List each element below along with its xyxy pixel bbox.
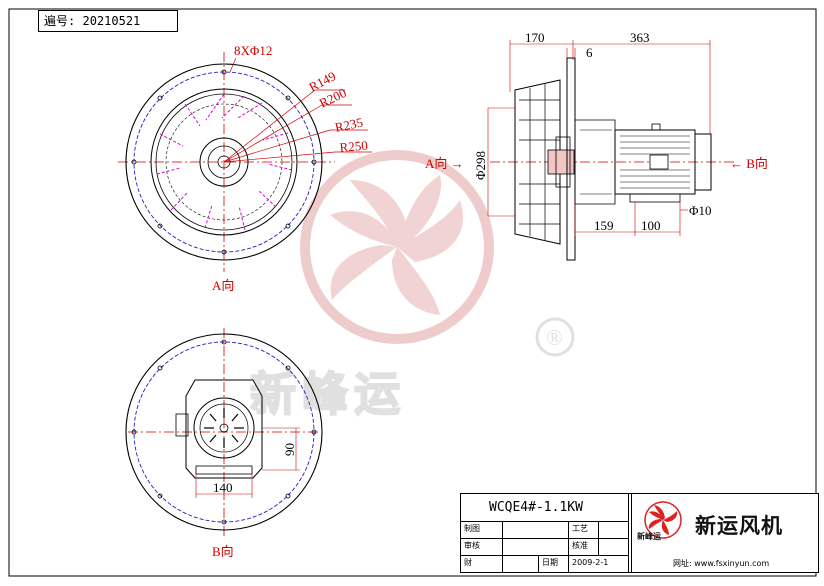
lifting-eye [651, 123, 661, 131]
row-3-label: 财 [461, 556, 503, 573]
b-view-label: B向 [212, 544, 234, 559]
a-view-label: A向 [212, 278, 234, 293]
arrow-b-label: ← B向 [730, 156, 768, 171]
motor-bracket [574, 119, 616, 205]
bolt-circle [133, 71, 315, 253]
sheet-border [8, 8, 817, 577]
motor-end-circle [193, 397, 255, 459]
side-dim-lines [487, 40, 711, 236]
fan-cover-slots [204, 408, 244, 448]
arrow-a-label: A向 → [425, 156, 464, 171]
dim-140: 140 [213, 480, 233, 495]
row-drawn-value [503, 522, 569, 539]
motor-fins [620, 135, 690, 189]
dim-100: 100 [641, 218, 661, 233]
drawing-code-value: 20210521 [82, 14, 141, 28]
row-date-label: 日期 [539, 556, 569, 573]
shaft-circle [217, 155, 231, 169]
company-logo-area: 新峰运 新运风机 [631, 494, 818, 550]
watermark-text: 新峰运 [250, 367, 406, 421]
rear-outer-circle [125, 333, 323, 531]
row-check-value [503, 539, 569, 556]
r250-dim: R250 [339, 138, 368, 155]
company-logo-icon [644, 501, 682, 539]
dim-90: 90 [282, 443, 297, 456]
rear-view: 140 90 B向 [125, 328, 323, 559]
title-block: WCQE4#-1.1KW 制图 工艺 审核 核准 财 日期 2009-2-1 新… [460, 493, 819, 573]
bolt-holes [131, 69, 317, 255]
row-approve-label: 核准 [569, 539, 599, 556]
row-drawn-label: 制图 [461, 522, 503, 539]
dim-6: 6 [586, 45, 593, 60]
drawing-code-box: 遍号: 20210521 [38, 10, 178, 32]
dim-363: 363 [630, 30, 650, 45]
title-block-divider [631, 494, 632, 572]
side-view: 170 6 363 Φ298 159 100 Φ10 A向 → ← B向 [425, 30, 768, 261]
motor-fan-cover [694, 133, 712, 191]
holes-dim: 8XΦ12 [234, 43, 272, 58]
hub-circle [199, 137, 249, 187]
row-3-value [503, 556, 539, 573]
motor-feet [629, 193, 681, 203]
front-view: 8XΦ12 R149 R200 R235 R250 A向 [118, 43, 372, 293]
outer-flange-circle [125, 63, 323, 261]
brand-name: 新运风机 [695, 514, 783, 538]
inlet-circle [165, 103, 283, 221]
hub-side [555, 136, 571, 188]
rear-terminal [175, 413, 189, 437]
dim-170: 170 [525, 30, 545, 45]
website-label: 网址: [673, 559, 692, 568]
registered-mark: ® [546, 325, 563, 350]
impeller-blade-lines [519, 84, 560, 240]
website-row: 网址: www.fsxinyun.com [631, 556, 818, 572]
impeller-side-body [514, 79, 561, 245]
website-url: www.fsxinyun.com [694, 559, 770, 568]
rear-dim-lines [195, 427, 300, 498]
terminal-box [649, 154, 669, 170]
row-process-label: 工艺 [569, 522, 599, 539]
row-date-value: 2009-2-1 [569, 556, 629, 573]
fan-cover-circle [199, 403, 249, 453]
dim-159: 159 [594, 218, 614, 233]
hub-inner-circle [207, 145, 241, 179]
rear-bolt-circle [133, 341, 315, 523]
rear-feet [195, 465, 253, 475]
r235-dim: R235 [334, 114, 365, 135]
rear-bolt-holes [131, 339, 317, 525]
row-check-label: 审核 [461, 539, 503, 556]
rear-bracket [185, 379, 263, 479]
radius-leaders [223, 57, 372, 163]
row-process-value [599, 522, 629, 539]
model-number: WCQE4#-1.1KW [461, 494, 629, 522]
brand-small: 新峰运 [637, 532, 661, 541]
watermark-logo: ® 新峰运 [249, 150, 575, 422]
dim-298: Φ298 [473, 151, 488, 180]
row-approve-value [599, 539, 629, 556]
impeller-blades [156, 93, 293, 231]
impeller-outer-circle [150, 88, 298, 236]
drawing-code-label: 遍号: [44, 14, 76, 28]
dim-10: Φ10 [689, 203, 712, 218]
